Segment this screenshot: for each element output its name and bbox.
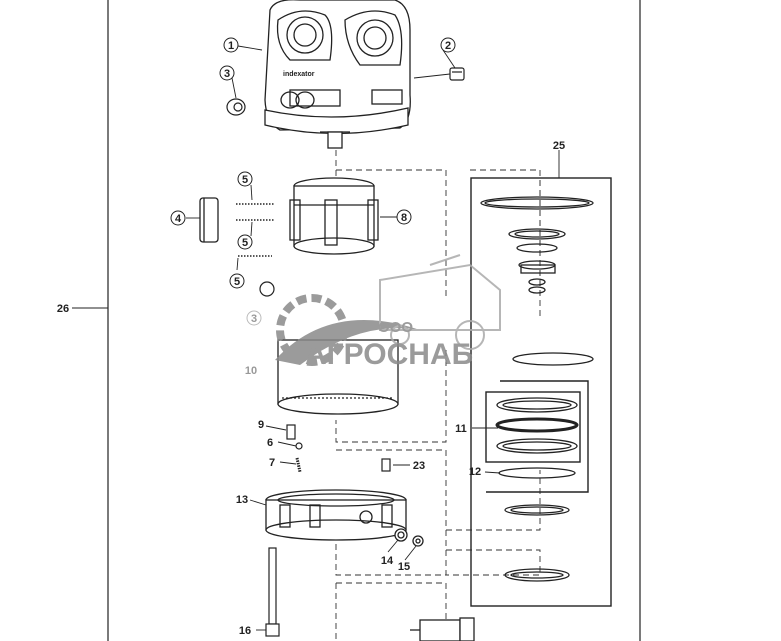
- svg-text:23: 23: [413, 460, 425, 472]
- callout-3-mid: 3: [246, 310, 262, 326]
- svg-text:14: 14: [381, 555, 394, 567]
- washers-14-15: [394, 528, 424, 547]
- part-screws: [236, 203, 274, 257]
- svg-text:25: 25: [553, 140, 565, 152]
- callout-11: 11: [455, 423, 467, 435]
- svg-text:5: 5: [242, 174, 248, 186]
- callout-3-top: 3: [219, 65, 235, 81]
- watermark-small-text: ООО: [378, 319, 413, 336]
- callout-8: 8: [396, 209, 412, 225]
- watermark-big-text: АГРОСНАБ: [305, 338, 473, 371]
- svg-text:5: 5: [242, 237, 248, 249]
- rotator-head: [264, 0, 411, 149]
- callout-5-b: 5: [237, 234, 253, 250]
- callout-23: 23: [413, 460, 425, 472]
- svg-text:6: 6: [267, 437, 273, 449]
- svg-text:3: 3: [224, 68, 230, 80]
- svg-text:2: 2: [445, 40, 451, 52]
- svg-text:13: 13: [236, 494, 248, 506]
- svg-text:3: 3: [251, 313, 257, 325]
- svg-text:8: 8: [401, 212, 407, 224]
- part-block: [199, 197, 219, 243]
- watermark-swoosh-icon: [275, 320, 420, 365]
- callout-15: 15: [398, 561, 410, 573]
- callout-13: 13: [236, 494, 248, 506]
- seal-kit-boxes: [470, 177, 612, 607]
- part-bolt: [265, 547, 280, 637]
- callout-10: 10: [245, 365, 257, 377]
- part-nut-top: [226, 98, 246, 116]
- svg-text:15: 15: [398, 561, 410, 573]
- callout-12: 12: [469, 466, 481, 478]
- svg-text:11: 11: [455, 423, 467, 435]
- svg-text:7: 7: [269, 457, 275, 469]
- svg-text:9: 9: [258, 419, 264, 431]
- callout-9: 9: [258, 419, 264, 431]
- brand-mark: indexator: [283, 71, 315, 78]
- svg-text:26: 26: [57, 303, 69, 315]
- callout-5-a: 5: [237, 171, 253, 187]
- part-flange: [265, 489, 407, 541]
- callout-7: 7: [269, 457, 275, 469]
- callout-14: 14: [381, 555, 394, 567]
- callout-1: 1: [223, 37, 239, 53]
- callout-6: 6: [267, 437, 273, 449]
- part-small-ring: [259, 281, 275, 297]
- part-plug: [449, 67, 465, 81]
- leader-lines: [72, 45, 560, 631]
- part-cartridge: [410, 617, 475, 641]
- callout-4: 4: [170, 210, 186, 226]
- callout-26: 26: [57, 303, 69, 315]
- frame: [107, 0, 641, 641]
- seal-rings: [480, 196, 594, 582]
- small-parts: [286, 424, 391, 473]
- dashed-connectors: [335, 150, 541, 641]
- svg-text:10: 10: [245, 365, 257, 377]
- swivel-body: [289, 177, 379, 255]
- callout-25: 25: [553, 140, 565, 152]
- svg-text:16: 16: [239, 625, 251, 637]
- svg-text:4: 4: [175, 213, 182, 225]
- callout-16: 16: [239, 625, 251, 637]
- callout-2: 2: [440, 37, 456, 53]
- watermark: ООО АГРОСНАБ: [275, 254, 501, 371]
- svg-text:5: 5: [234, 276, 240, 288]
- callout-5-c: 5: [229, 273, 245, 289]
- svg-text:12: 12: [469, 466, 481, 478]
- watermark-tractor-icon: [379, 254, 501, 350]
- callout-labels: 1 2 3 4 5 5 5 8 3 10 9 6 7 23 13 14 15 1…: [57, 37, 565, 637]
- svg-text:1: 1: [228, 40, 234, 52]
